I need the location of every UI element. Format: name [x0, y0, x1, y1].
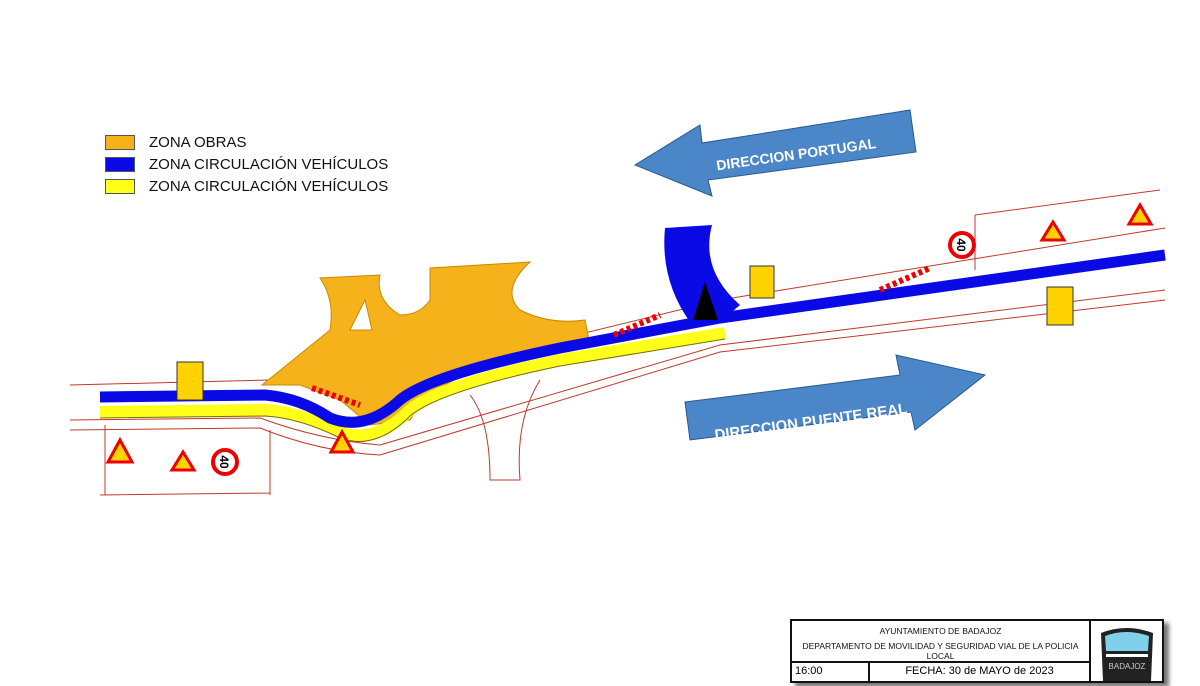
speed-limit-value: 40	[954, 238, 968, 252]
roadworks-warning-signs	[105, 202, 1154, 472]
work-zone-island	[349, 298, 373, 331]
legend-label: ZONA OBRAS	[149, 133, 247, 151]
yellow-lane	[99, 327, 726, 442]
arrow-direccion-puente-real: DIRECCION PUENTE REAL	[684, 354, 987, 444]
speed-limit-sign: 40	[948, 231, 976, 259]
swatch-orange	[105, 134, 135, 150]
title-time: 16:00	[792, 663, 870, 683]
blue-lane	[99, 249, 1166, 428]
swatch-blue	[105, 156, 135, 172]
blue-lane-branch	[664, 225, 740, 322]
svg-text:BADAJOZ: BADAJOZ	[1109, 662, 1146, 671]
chevron-barriers	[310, 265, 932, 408]
traffic-island	[693, 282, 718, 320]
arrow-direccion-portugal: DIRECCION PORTUGAL	[633, 109, 917, 197]
title-date: FECHA: 30 de MAYO de 2023	[905, 665, 1054, 677]
legend: ZONA OBRAS ZONA CIRCULACIÓN VEHÍCULOS ZO…	[105, 131, 388, 197]
title-department: DEPARTAMENTO DE MOVILIDAD Y SEGURIDAD VI…	[802, 641, 1079, 661]
legend-item-work-zone: ZONA OBRAS	[105, 131, 388, 153]
police-badge-logo: BADAJOZ	[1091, 621, 1162, 681]
legend-label: ZONA CIRCULACIÓN VEHÍCULOS	[149, 155, 389, 173]
legend-item-yellow-lane: ZONA CIRCULACIÓN VEHÍCULOS	[105, 175, 388, 197]
title-block: AYUNTAMIENTO DE BADAJOZ DEPARTAMENTO DE …	[790, 619, 1164, 683]
speed-limit-sign: 40	[211, 448, 239, 476]
title-row: 16:00 FECHA: 30 de MAYO de 2023	[792, 661, 1089, 683]
title-block-main: AYUNTAMIENTO DE BADAJOZ DEPARTAMENTO DE …	[792, 621, 1091, 683]
speed-limit-value: 40	[217, 455, 231, 469]
legend-label: ZONA CIRCULACIÓN VEHÍCULOS	[149, 177, 389, 195]
title-organization: AYUNTAMIENTO DE BADAJOZ	[879, 626, 1002, 636]
swatch-yellow	[105, 178, 135, 194]
legend-item-blue-lane: ZONA CIRCULACIÓN VEHÍCULOS	[105, 153, 388, 175]
lane-signs	[176, 265, 1074, 401]
